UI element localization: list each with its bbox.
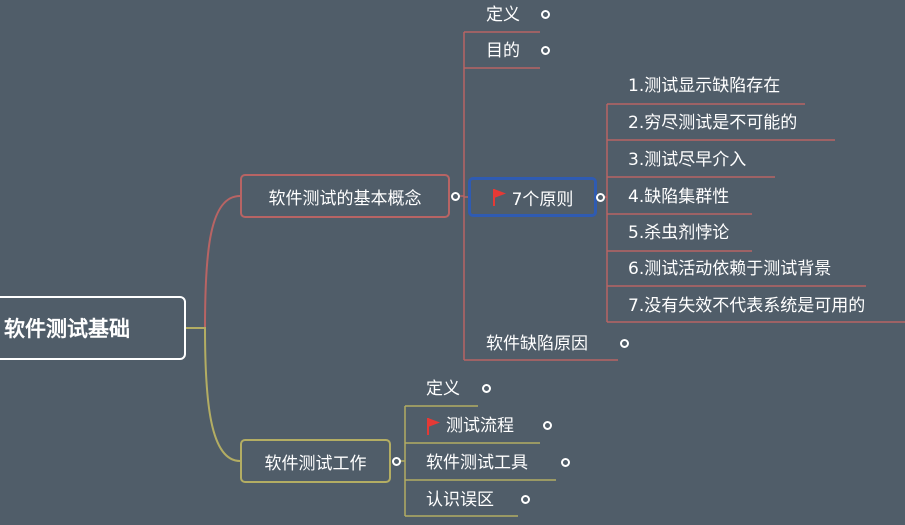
- collapse-toggle-work[interactable]: [392, 457, 401, 466]
- principle-item-3[interactable]: 3.测试尽早介入: [628, 150, 747, 170]
- principle-item-5[interactable]: 5.杀虫剂悖论: [628, 223, 730, 243]
- expand-toggle-test-process[interactable]: [543, 421, 552, 430]
- connector-root-work: [186, 327, 241, 462]
- expand-toggle-work-definition[interactable]: [482, 384, 491, 393]
- connector-root-concepts: [186, 195, 241, 329]
- subtopic-test-tools[interactable]: 软件测试工具: [426, 453, 528, 473]
- expand-toggle-misconceptions[interactable]: [521, 495, 530, 504]
- subtopic-seven-principles-label: 7个原则: [511, 189, 574, 210]
- root-topic[interactable]: 软件测试基础: [0, 296, 186, 360]
- principle-item-6[interactable]: 6.测试活动依赖于测试背景: [628, 259, 832, 279]
- topic-basic-concepts-label: 软件测试的基本概念: [268, 188, 422, 209]
- expand-toggle-definition[interactable]: [541, 10, 550, 19]
- subtopic-test-process[interactable]: 测试流程: [426, 415, 514, 437]
- expand-toggle-test-tools[interactable]: [561, 458, 570, 467]
- collapse-toggle-principles[interactable]: [596, 193, 605, 202]
- subtopic-misconceptions[interactable]: 认识误区: [426, 490, 494, 510]
- principle-item-2[interactable]: 2.穷尽测试是不可能的: [628, 113, 798, 133]
- principle-item-4[interactable]: 4.缺陷集群性: [628, 187, 730, 207]
- expand-toggle-defect-causes[interactable]: [620, 339, 629, 348]
- red-flag-icon: [492, 188, 507, 206]
- subtopic-purpose[interactable]: 目的: [486, 41, 520, 61]
- subtopic-work-definition[interactable]: 定义: [426, 379, 460, 399]
- principle-item-7[interactable]: 7.没有失效不代表系统是可用的: [628, 296, 866, 316]
- red-flag-icon: [426, 417, 441, 435]
- principle-item-1[interactable]: 1.测试显示缺陷存在: [628, 76, 781, 96]
- subtopic-definition[interactable]: 定义: [486, 5, 520, 25]
- subtopic-seven-principles[interactable]: 7个原则: [468, 177, 597, 217]
- topic-basic-concepts[interactable]: 软件测试的基本概念: [240, 174, 450, 218]
- collapse-toggle-concepts[interactable]: [451, 192, 460, 201]
- subtopic-defect-causes[interactable]: 软件缺陷原因: [486, 334, 588, 354]
- expand-toggle-purpose[interactable]: [541, 46, 550, 55]
- root-topic-label: 软件测试基础: [4, 317, 130, 341]
- topic-testing-work-label: 软件测试工作: [264, 453, 367, 474]
- topic-testing-work[interactable]: 软件测试工作: [240, 439, 391, 483]
- subtopic-test-process-label: 测试流程: [446, 416, 514, 436]
